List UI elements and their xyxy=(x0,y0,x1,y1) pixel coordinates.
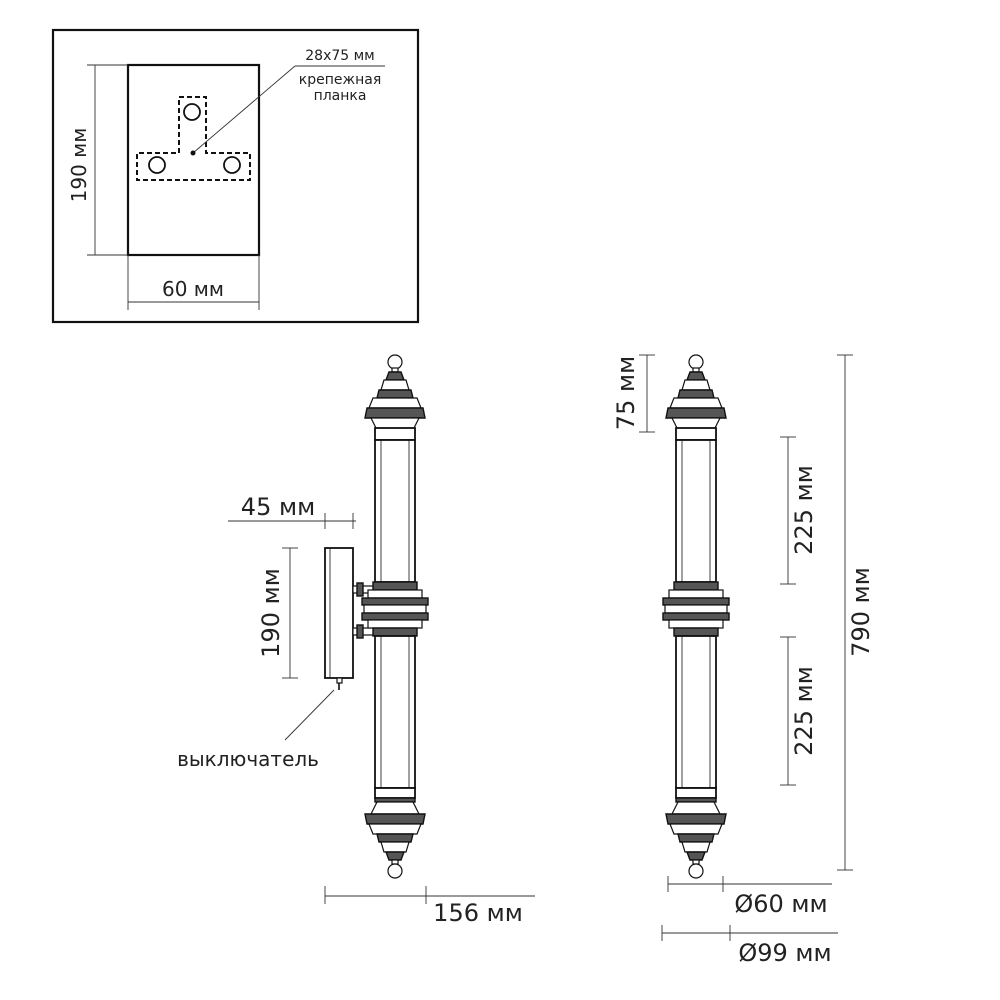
plate-width-dimension: 60 мм xyxy=(127,255,260,310)
lower-tube-label: 225 мм xyxy=(790,666,818,756)
bracket-callout: 28x75 мм крепежная планка xyxy=(190,48,385,156)
lower-tube-dimension: 225 мм xyxy=(780,636,818,786)
finial-dimension: 75 мм xyxy=(612,354,655,433)
bracket-name-line1: крепежная xyxy=(299,72,382,88)
front-upper-tube xyxy=(675,439,717,583)
side-top-finial xyxy=(364,354,426,435)
upper-tube-label: 225 мм xyxy=(790,465,818,555)
switch-icon xyxy=(336,677,343,690)
mounting-plate-detail: 190 мм 60 мм 28x75 мм крепежная планка xyxy=(51,28,420,324)
side-upper-tube xyxy=(374,439,416,583)
plate-width-label: 60 мм xyxy=(162,277,224,301)
front-top-finial xyxy=(665,354,727,435)
side-upper-collar xyxy=(374,427,416,441)
upper-tube-dimension: 225 мм xyxy=(780,436,818,585)
total-height-label: 790 мм xyxy=(847,567,875,657)
bracket-size-label: 28x75 мм xyxy=(305,48,375,64)
base-height-label: 190 мм xyxy=(257,568,285,658)
detail-frame xyxy=(51,28,420,324)
front-lower-tube xyxy=(675,635,717,789)
tube-diameter-label: Ø60 мм xyxy=(734,890,827,918)
screw-hole-top xyxy=(183,103,201,121)
front-view: 75 мм 225 мм 225 мм 790 мм Ø xyxy=(612,354,875,967)
finial-label: 75 мм xyxy=(612,356,640,430)
side-view: 45 мм 190 мм выключатель 156 мм xyxy=(177,354,535,927)
offset-label: 45 мм xyxy=(241,493,315,521)
switch-leader xyxy=(284,689,335,741)
offset-dimension: 45 мм xyxy=(228,493,356,529)
total-height-dimension: 790 мм xyxy=(837,354,875,871)
mounting-bracket xyxy=(136,96,251,181)
front-middle-flange xyxy=(662,581,730,637)
plate-height-dimension: 190 мм xyxy=(67,64,128,256)
flange-diameter-label: Ø99 мм xyxy=(738,939,831,967)
side-middle-flange xyxy=(361,581,429,637)
front-lower-collar xyxy=(675,787,717,799)
side-lower-finial xyxy=(364,797,426,879)
tube-diameter-dimension: Ø60 мм xyxy=(667,876,832,918)
front-upper-collar xyxy=(675,427,717,441)
screw-hole-right xyxy=(223,156,241,174)
switch-label: выключатель xyxy=(177,747,319,771)
bracket-name-line2: планка xyxy=(314,88,367,104)
base-height-dimension: 190 мм xyxy=(257,547,298,679)
plate-height-label: 190 мм xyxy=(67,128,91,203)
front-lower-finial xyxy=(665,797,727,879)
depth-dimension: 156 мм xyxy=(324,886,535,927)
wall-base xyxy=(324,547,354,679)
flange-diameter-dimension: Ø99 мм xyxy=(661,925,838,967)
side-lower-collar xyxy=(374,787,416,799)
screw-hole-left xyxy=(148,156,166,174)
depth-label: 156 мм xyxy=(433,899,523,927)
